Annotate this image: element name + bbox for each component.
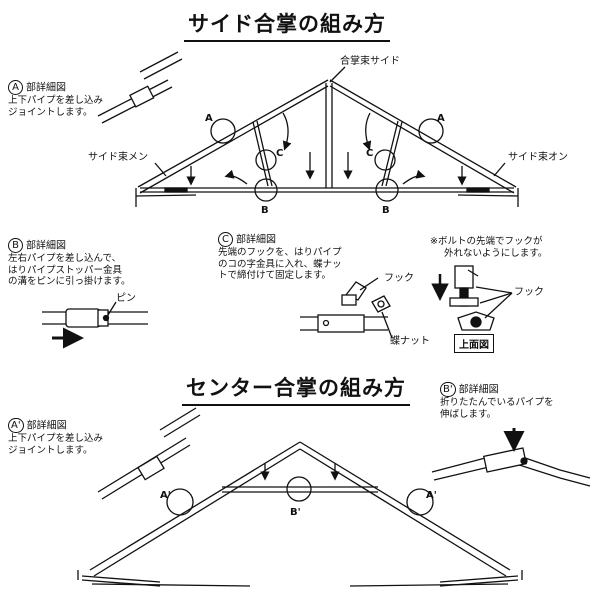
center-title: センター合掌の組み方: [182, 372, 410, 406]
detail-a-prime-note: A'部詳細図 上下パイプを差し込み ジョイントします。: [8, 418, 103, 456]
pin-label: ピン: [116, 293, 136, 304]
detail-b-prime-heading: 部詳細図: [458, 384, 499, 396]
side-title: サイド合掌の組み方: [184, 8, 390, 42]
right-side-label: サイド束オン: [508, 152, 568, 163]
detail-b-heading: 部詳細図: [26, 240, 66, 252]
marker-b-prime: B': [440, 382, 456, 397]
center-truss: [77, 441, 523, 587]
marker-b: B: [8, 238, 23, 253]
marker-b-right: B: [382, 205, 390, 216]
detail-b-prime-line-2: 伸ばします。: [440, 408, 497, 420]
detail-a-prime-line-1: 上下パイプを差し込み: [8, 433, 104, 444]
marker-a-prime: A': [8, 418, 24, 433]
detail-b-prime-note: B'部詳細図 折りたたんでいるパイプを 伸ばします。: [440, 382, 554, 420]
marker-c-right: C: [366, 148, 374, 159]
detail-a-line-1: 上下パイプを差し込み: [8, 95, 104, 106]
detail-b-prime-line-1: 折りたたんでいるパイプを: [440, 397, 554, 408]
top-view-label: 上面図: [454, 334, 494, 353]
wingnut-label: 蝶ナット: [390, 336, 430, 347]
marker-a: A: [8, 80, 23, 95]
side-truss: [135, 66, 519, 207]
bolt-note-figure: [431, 265, 513, 331]
detail-a-heading: 部詳細図: [26, 82, 66, 94]
ridge-label: 合掌束サイド: [340, 56, 400, 67]
detail-a-side-figure: [97, 51, 183, 124]
hook-label: フック: [384, 273, 414, 284]
detail-c-heading: 部詳細図: [236, 234, 276, 246]
marker-c: C: [218, 232, 233, 247]
detail-c-line-1: 先端のフックを、はりパイプ: [218, 247, 342, 258]
marker-a-prime-left: A': [160, 490, 171, 501]
detail-b-prime-figure: [431, 428, 591, 487]
marker-a-right: A: [437, 113, 445, 124]
detail-b-line-1: 左右パイプを差し込んで、: [8, 253, 122, 264]
detail-a-prime-heading: 部詳細図: [26, 420, 67, 432]
detail-b-line-3: の溝をピンに引っ掛けます。: [8, 276, 131, 287]
detail-c-line-2: のコの字金具に入れ、蝶ナッ: [218, 258, 342, 270]
detail-a-prime-line-2: ジョイントします。: [8, 444, 93, 456]
bolt-note-line-2: 外れないようにします。: [444, 247, 548, 259]
detail-b-side-figure: [42, 301, 148, 349]
detail-a-prime-figure: [97, 407, 201, 500]
marker-a-prime-right: A': [426, 490, 437, 501]
detail-a-line-2: ジョイントします。: [8, 106, 93, 118]
detail-c-side-figure: [300, 277, 393, 339]
detail-c-line-3: トで締付けて固定します。: [218, 270, 332, 281]
bolt-note: ※ボルトの先端でフックが 外れないようにします。: [430, 236, 547, 259]
left-side-label: サイド束メン: [88, 152, 148, 163]
bolt-note-line-1: ※ボルトの先端でフックが: [430, 236, 543, 247]
marker-b-prime-center: B': [290, 507, 301, 518]
detail-b-line-2: はりパイプストッパー金具: [8, 264, 123, 276]
marker-b-left: B: [261, 205, 269, 216]
bolt-hook-label: フック: [514, 287, 544, 298]
marker-c-left: C: [276, 148, 284, 159]
marker-a-left: A: [205, 113, 213, 124]
